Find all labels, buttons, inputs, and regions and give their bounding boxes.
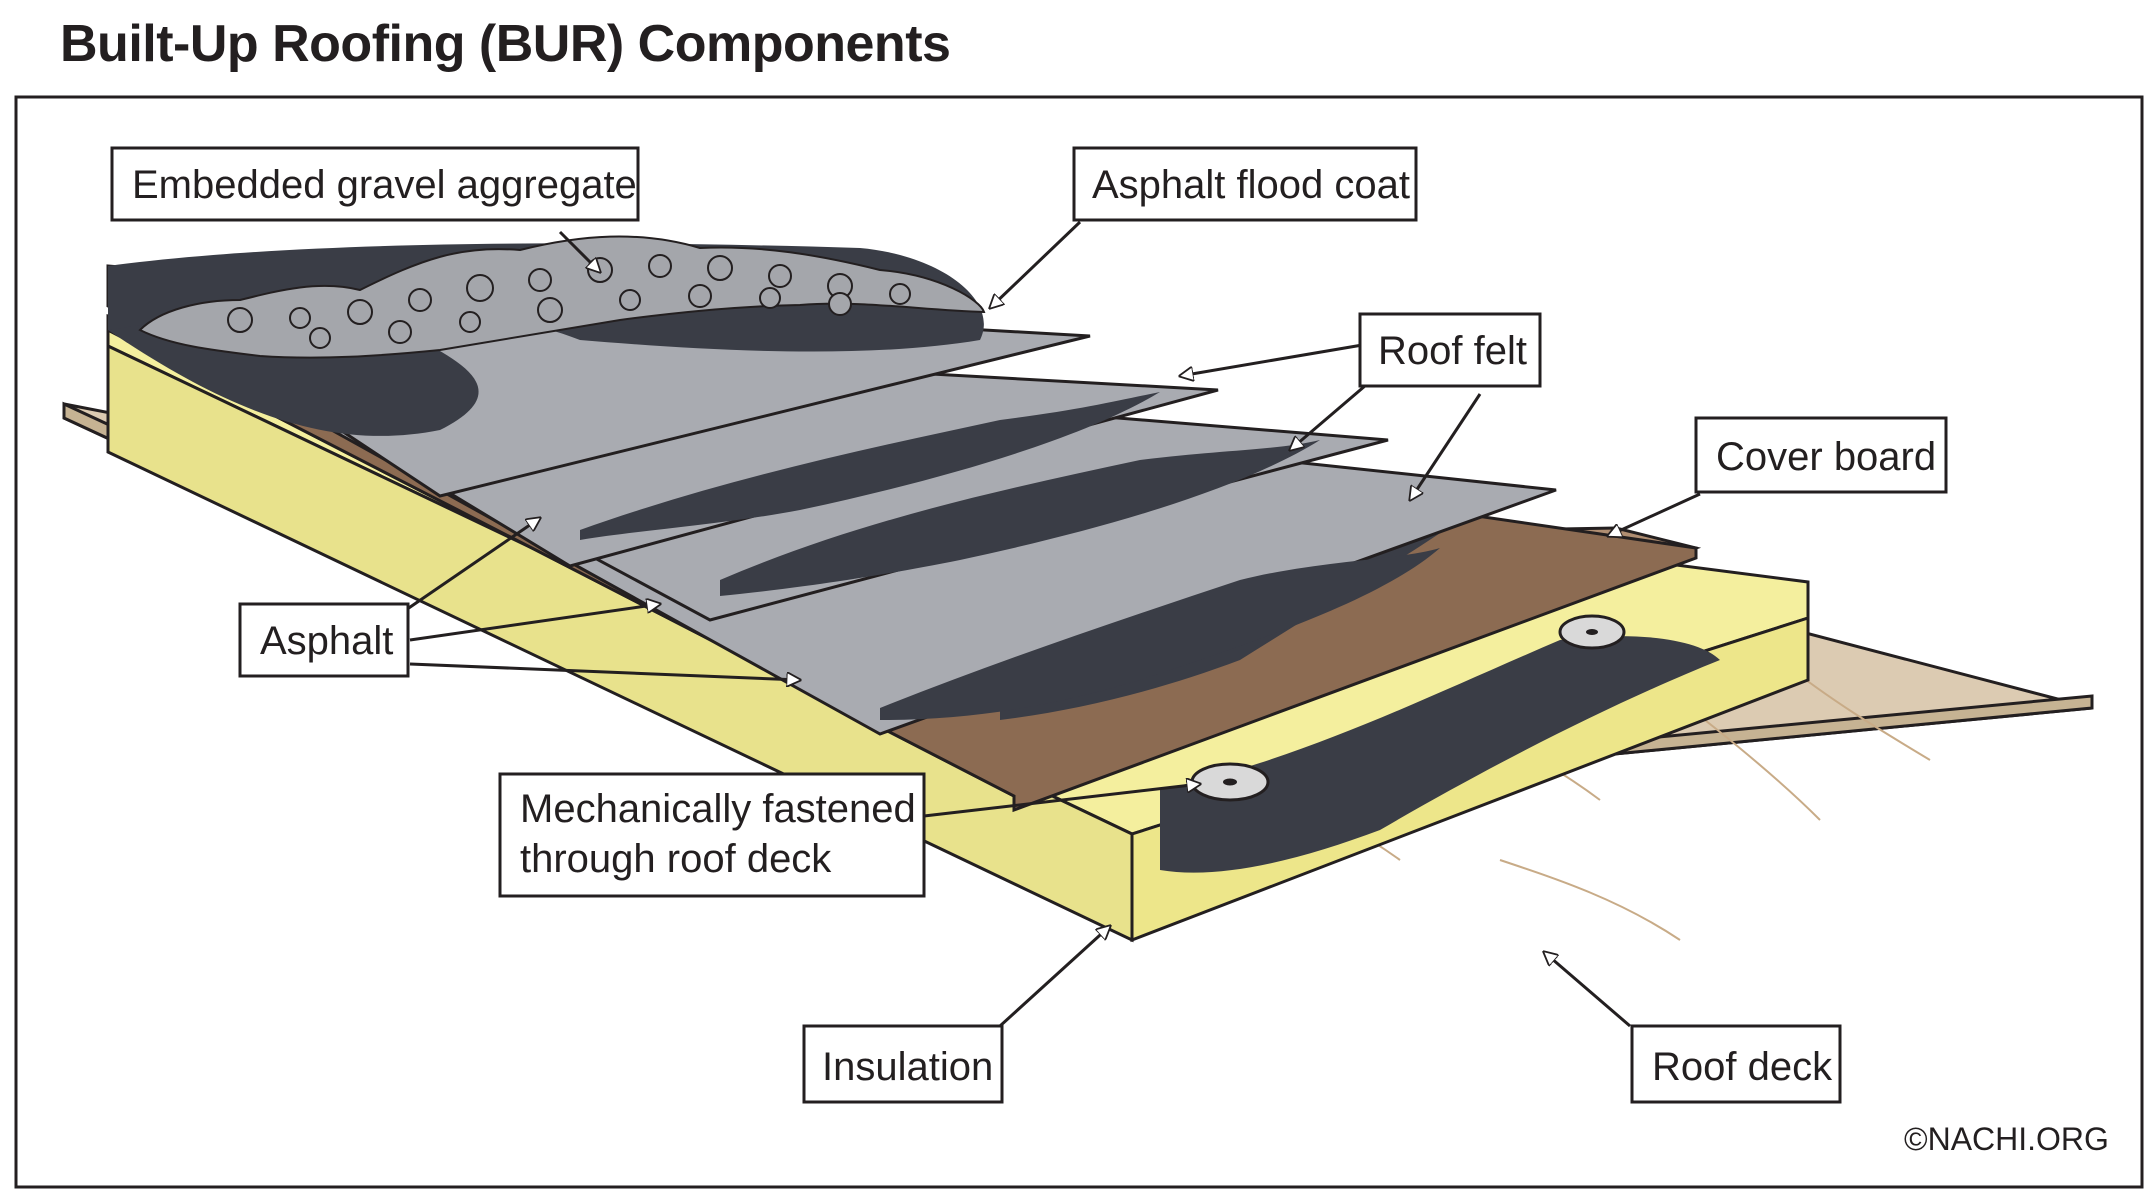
gravel-aggregate (138, 235, 986, 359)
label-roof-deck: Roof deck (1630, 1024, 1842, 1104)
label-flood-coat: Asphalt flood coat (1072, 146, 1418, 222)
svg-text:through roof deck: through roof deck (520, 837, 832, 881)
label-gravel: Embedded gravel aggregate (110, 146, 640, 222)
svg-text:Roof felt: Roof felt (1378, 329, 1527, 373)
diagram-frame (14, 95, 2144, 1189)
copyright: ©NACHI.ORG (1904, 1121, 2109, 1157)
svg-text:Roof deck: Roof deck (1652, 1045, 1833, 1089)
svg-text:Mechanically fastened: Mechanically fastened (520, 787, 916, 831)
label-roof-felt: Roof felt (1358, 312, 1542, 388)
fastener-plate (1558, 614, 1626, 650)
svg-text:Insulation: Insulation (822, 1045, 993, 1089)
page-title: Built-Up Roofing (BUR) Components (60, 15, 951, 73)
label-asphalt: Asphalt (238, 602, 410, 678)
svg-text:Asphalt: Asphalt (260, 619, 393, 663)
svg-text:Cover board: Cover board (1716, 435, 1936, 479)
svg-text:Embedded gravel aggregate: Embedded gravel aggregate (132, 163, 637, 207)
svg-text:Asphalt flood coat: Asphalt flood coat (1092, 163, 1410, 207)
fastener-plate (1190, 762, 1270, 802)
label-cover-board: Cover board (1694, 416, 1948, 494)
callout-arrows (399, 220, 1701, 1028)
label-insulation: Insulation (802, 1024, 1004, 1104)
label-mechanically-fastened: Mechanically fastened through roof deck (498, 772, 926, 898)
